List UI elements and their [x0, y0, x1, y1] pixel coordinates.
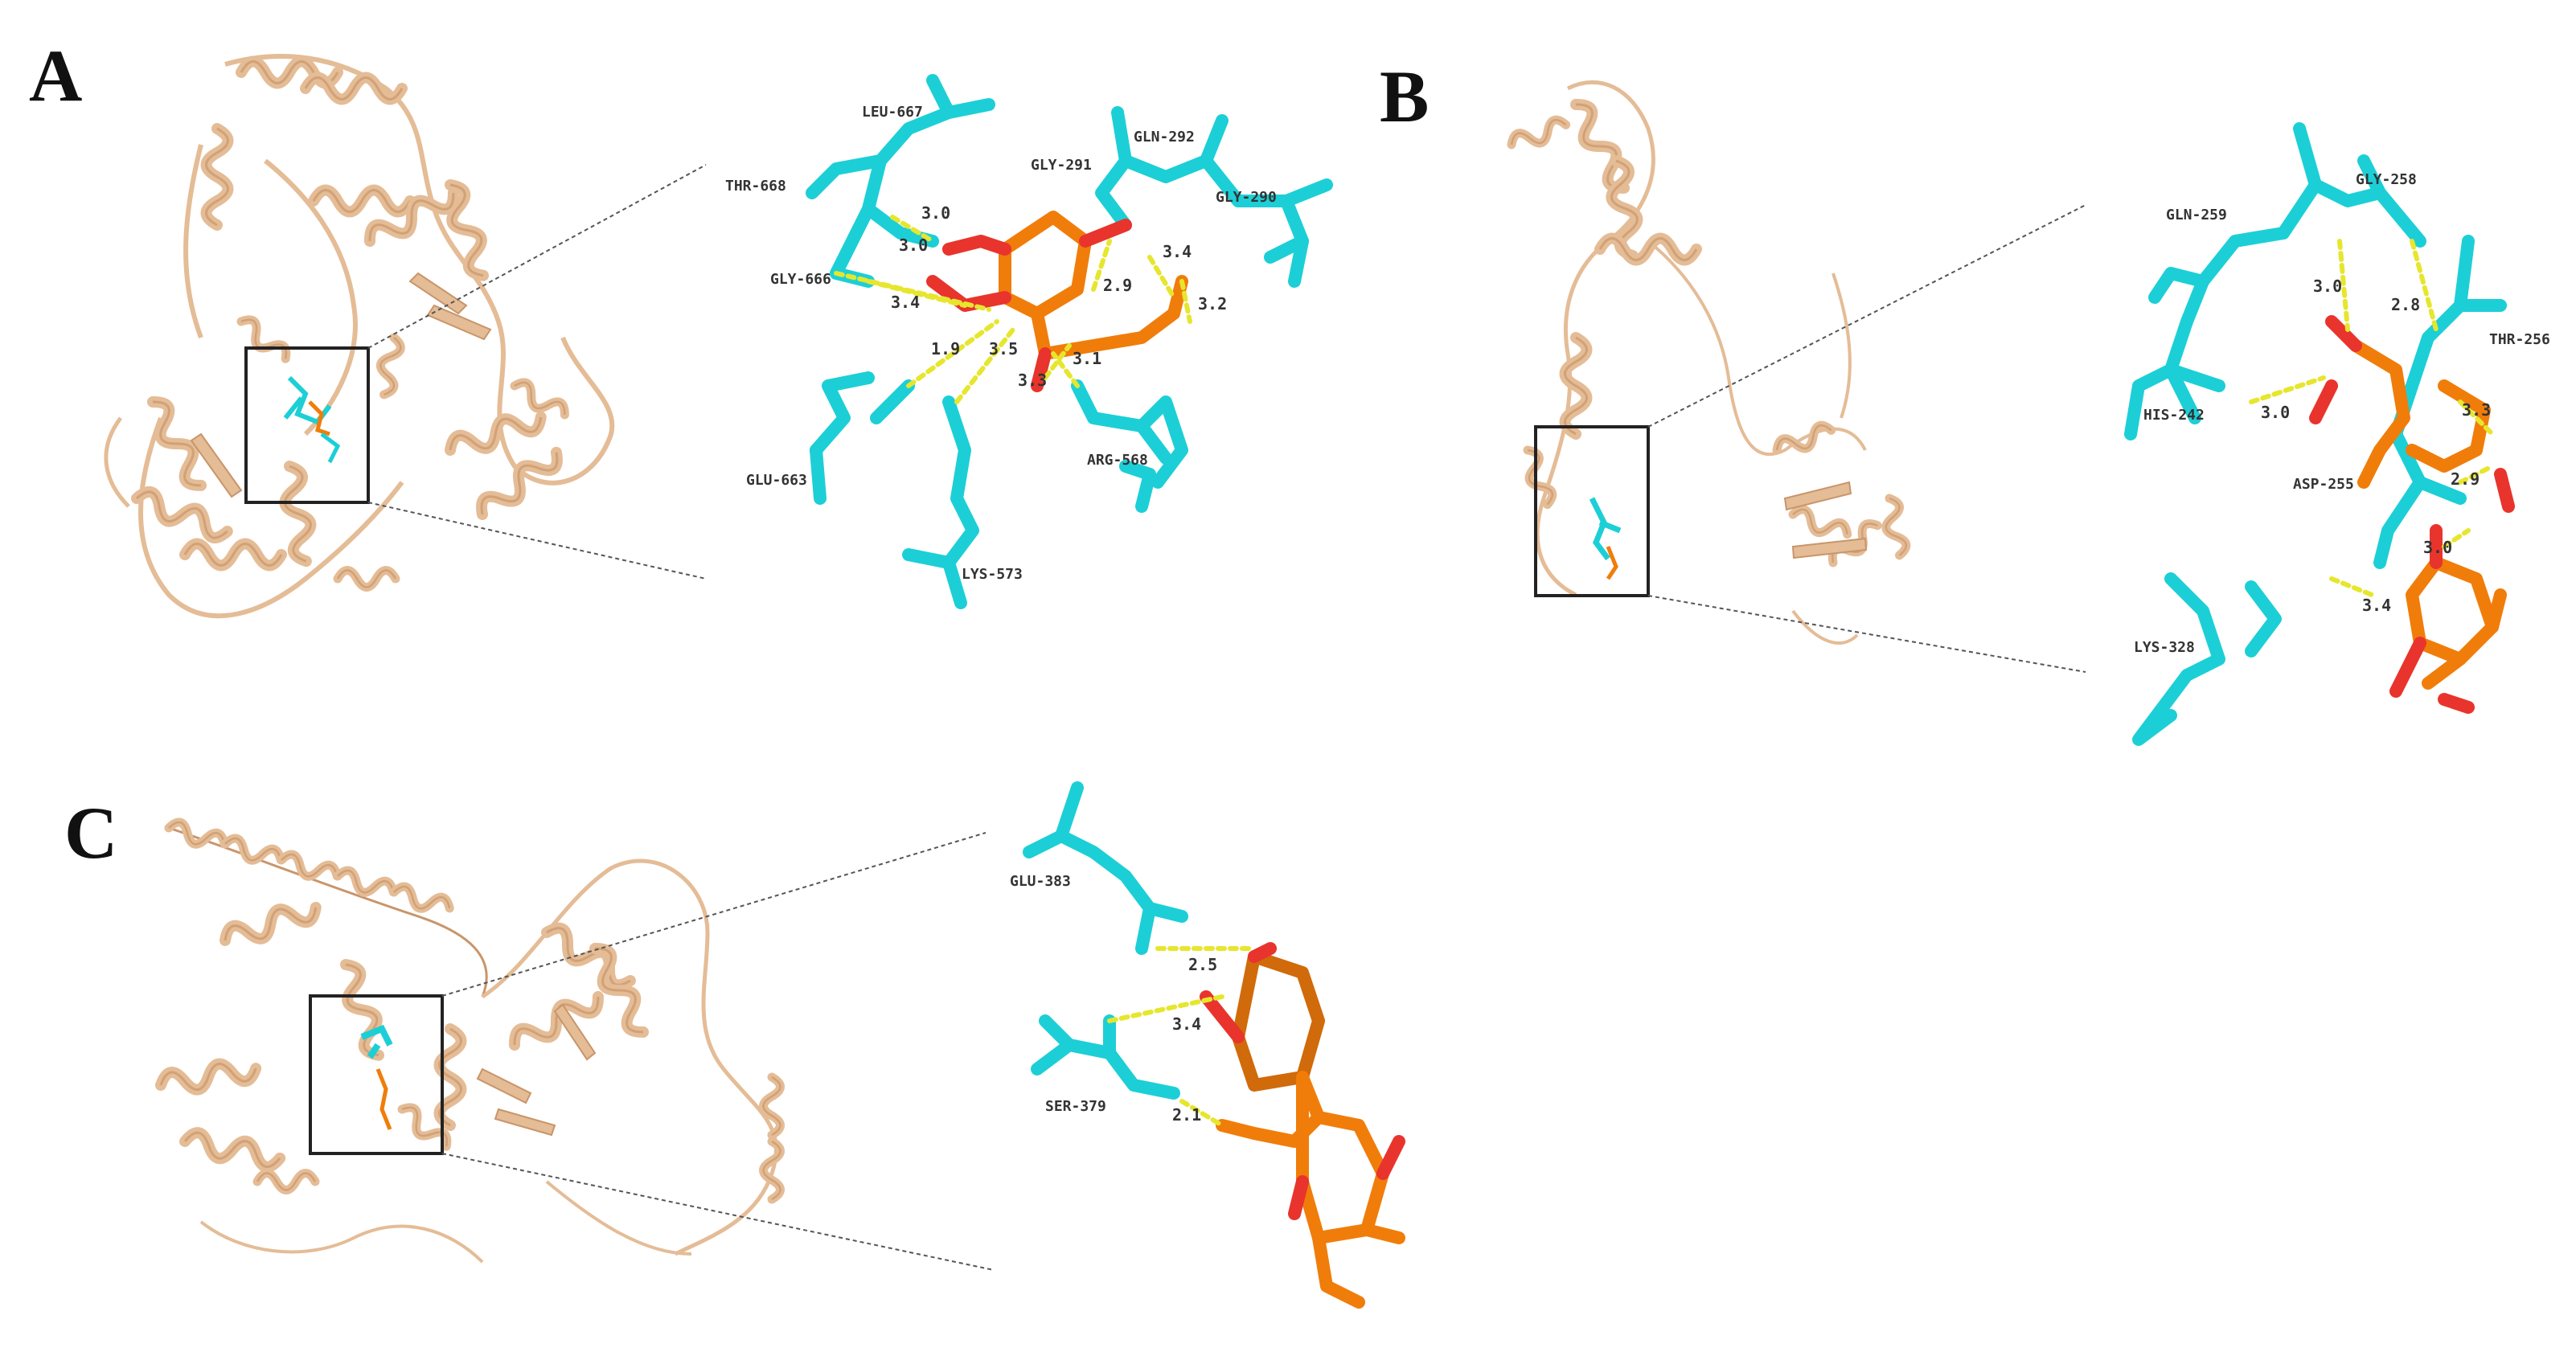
residue-label-glu-663: GLU-663: [746, 472, 807, 489]
hbond-distance: 3.2: [1198, 294, 1227, 313]
panel-letter-c: C: [64, 792, 118, 874]
panel-c-protein-cartoon: [159, 820, 781, 1264]
hbond-distance: 3.4: [891, 293, 920, 312]
hbond-distance: 1.9: [931, 339, 960, 359]
hbond-distance: 2.5: [1188, 955, 1217, 974]
panel-b-binding-site: [2124, 122, 2515, 746]
residue-label-gln-292: GLN-292: [1134, 129, 1195, 145]
panel-a-zoom-line-bottom: [367, 502, 707, 580]
residue-label-glu-383: GLU-383: [1010, 873, 1071, 890]
hbond-distance: 3.4: [1172, 1014, 1201, 1034]
panel-a-binding-site: [806, 74, 1333, 609]
hbond-distance: 3.3: [2462, 400, 2491, 420]
residue-label-lys-328: LYS-328: [2134, 639, 2195, 656]
residue-label-asp-255: ASP-255: [2293, 476, 2354, 493]
residue-label-thr-256: THR-256: [2489, 331, 2550, 348]
hbond-distance: 3.3: [1018, 371, 1047, 390]
hbond-distance: 3.0: [2423, 538, 2452, 557]
panel-b-zoom-box: [1534, 425, 1650, 597]
residue-label-gly-291: GLY-291: [1031, 157, 1092, 174]
residue-label-lys-573: LYS-573: [962, 566, 1023, 583]
hbond-distance: 2.8: [2391, 295, 2420, 314]
panel-c-zoom-line-top: [441, 832, 987, 997]
residue-label-gly-258: GLY-258: [2356, 171, 2417, 188]
residue-label-leu-667: LEU-667: [862, 104, 923, 121]
panel-b-protein-cartoon: [1508, 80, 1907, 645]
panel-a-zoom-line-top: [367, 164, 707, 349]
residue-label-arg-568: ARG-568: [1087, 452, 1148, 469]
hbond-distance: 3.4: [1163, 242, 1192, 261]
residue-label-his-242: HIS-242: [2143, 407, 2205, 424]
hbond-distance: 3.5: [989, 339, 1018, 359]
residue-label-gly-666: GLY-666: [770, 271, 831, 288]
hbond-distance: 3.4: [2362, 596, 2391, 615]
panel-c-binding-site: [1023, 781, 1405, 1309]
hbond-distance: 3.0: [2313, 277, 2342, 296]
panel-a-protein-cartoon: [104, 54, 615, 619]
panel-a-zoom-box: [244, 346, 370, 504]
hbond-distance: 3.0: [899, 236, 928, 255]
hbond-distance: 3.0: [921, 203, 950, 223]
panel-letter-b: B: [1380, 55, 1430, 137]
hbond-distance: 3.0: [2261, 403, 2290, 422]
hbond-distance: 3.1: [1073, 349, 1101, 368]
residue-label-thr-668: THR-668: [725, 178, 786, 195]
hbond-distance: 2.9: [1103, 276, 1132, 295]
hbond-distance: 2.1: [1172, 1105, 1201, 1125]
hbond-distance: 2.9: [2451, 469, 2480, 489]
panel-b-zoom-line-top: [1647, 204, 2086, 428]
residue-label-gly-290: GLY-290: [1216, 189, 1277, 206]
panel-b-zoom-line-bottom: [1647, 595, 2086, 673]
panel-letter-a: A: [29, 35, 83, 117]
residue-label-gln-259: GLN-259: [2166, 207, 2227, 223]
panel-c-zoom-line-bottom: [441, 1153, 995, 1271]
residue-label-ser-379: SER-379: [1045, 1098, 1106, 1115]
panel-c-zoom-box: [309, 994, 444, 1155]
